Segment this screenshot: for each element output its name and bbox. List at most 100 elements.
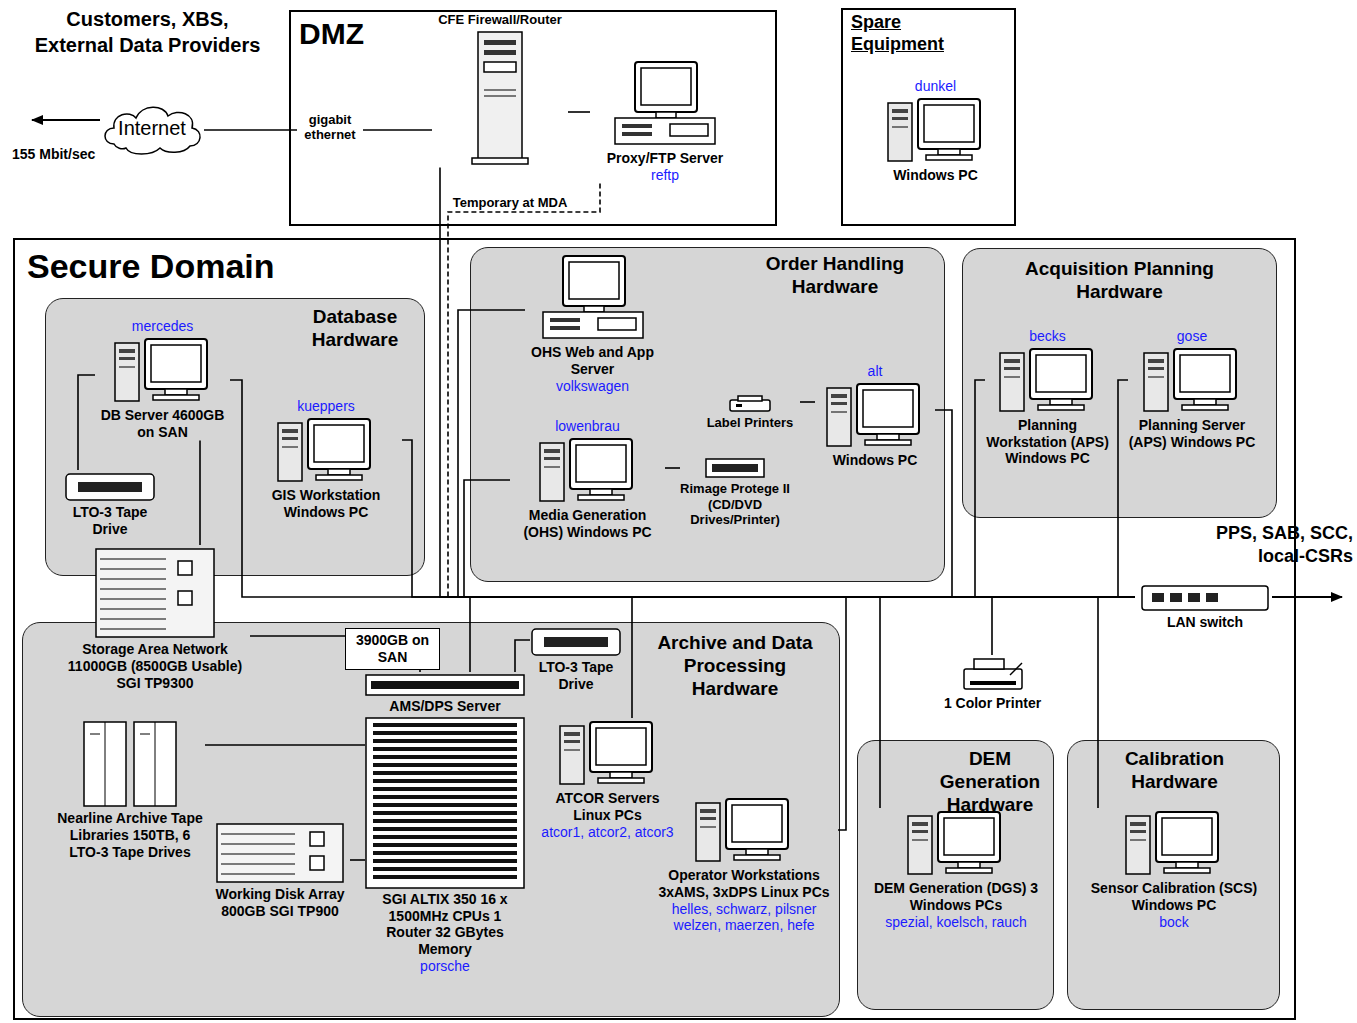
network-link <box>665 467 680 469</box>
network-link <box>250 635 345 637</box>
pc-icon <box>1142 347 1242 415</box>
lan-arrow <box>1272 596 1342 598</box>
rimage-drawing <box>704 457 766 479</box>
device-label: CFE Firewall/Router <box>438 12 562 28</box>
san-icon <box>94 547 216 639</box>
pc-icon <box>1124 810 1224 878</box>
pc-icon <box>694 797 794 865</box>
pc-icon <box>276 417 376 485</box>
racktop-drawing <box>365 674 525 696</box>
group-title: Calibration Hardware <box>1082 748 1267 794</box>
device-label: Rimage Protege II (CD/DVD Drives/Printer… <box>680 481 790 528</box>
network-link <box>515 640 530 672</box>
hardware-group: Archive and Data Processing HardwareStor… <box>22 622 840 1017</box>
network-link <box>350 859 365 861</box>
pc-icon <box>886 97 986 165</box>
device-label: Label Printers <box>707 415 794 431</box>
windows-pc: altWindows PC <box>815 363 935 469</box>
device-label: Operator Workstations 3xAMS, 3xDPS Linux… <box>650 867 838 901</box>
group-title: Acquisition Planning Hardware <box>1002 258 1237 304</box>
network-link <box>230 380 1135 597</box>
group-title: DEM Generation Hardware <box>927 748 1053 816</box>
disk-array: Working Disk Array 800GB SGI TP900 <box>210 820 350 920</box>
pc-drawing <box>1142 347 1242 415</box>
device-label: Planning Workstation (APS) Windows PC <box>985 417 1110 467</box>
pc-drawing <box>558 720 658 788</box>
pc-icon <box>558 720 658 788</box>
tape-drawing <box>64 472 156 502</box>
device-label: LAN switch <box>1167 614 1243 631</box>
network-link <box>464 480 1135 597</box>
temporary-link <box>448 184 1135 597</box>
rackbody-icon <box>365 717 525 889</box>
spare-pc: dunkelWindows PC <box>868 78 1003 184</box>
group-title: Secure Domain <box>27 246 357 287</box>
group-title: Archive and Data Processing Hardware <box>645 632 825 700</box>
device-label: SGI ALTIX 350 16 x 1500MHz CPUs 1 Router… <box>365 891 525 958</box>
tape-icon <box>64 472 156 502</box>
network-link <box>78 375 95 470</box>
device-label: Working Disk Array 800GB SGI TP900 <box>210 886 350 920</box>
internet-cloud: Internet <box>100 100 204 156</box>
host-name: helles, schwarz, pilsner welzen, maerzen… <box>650 901 838 935</box>
device-label: Nearline Archive Tape Libraries 150TB, 6… <box>55 810 205 860</box>
network-link <box>800 401 815 403</box>
tape-drawing <box>530 627 622 657</box>
desk-icon <box>610 60 720 148</box>
calibration-pc: Sensor Calibration (SCS) Windows PCbock <box>1075 808 1273 930</box>
host-name: dunkel <box>915 78 956 95</box>
network-link <box>1118 380 1135 597</box>
db-server: mercedesDB Server 4600GB on SAN <box>95 318 230 440</box>
libs-drawing <box>82 720 178 808</box>
cprinter-icon <box>960 657 1026 693</box>
lprinter-icon <box>728 395 772 413</box>
firewall-router: CFE Firewall/Router <box>432 12 568 168</box>
device-label: Windows PC <box>833 452 918 469</box>
racktop-icon <box>365 674 525 696</box>
pc-drawing <box>538 437 638 505</box>
tape-drive: LTO-3 Tape Drive <box>55 470 165 538</box>
pc-icon <box>113 337 213 405</box>
hardware-group: Calibration HardwareSensor Calibration (… <box>1067 740 1280 1010</box>
group-title: Database Hardware <box>295 306 415 352</box>
network-link <box>419 670 421 672</box>
device-label: Planning Server (APS) Windows PC <box>1128 417 1256 451</box>
desk-icon <box>538 254 648 342</box>
media-pc: lowenbrauMedia Generation (OHS) Windows … <box>510 418 665 540</box>
rimage-icon <box>704 457 766 479</box>
san-drawing <box>94 547 216 639</box>
group-title: DMZ <box>299 16 419 52</box>
host-name: bock <box>1159 914 1189 931</box>
network-link <box>458 310 1135 597</box>
web-server: OHS Web and App Servervolkswagen <box>525 252 660 394</box>
tape-library: Nearline Archive Tape Libraries 150TB, 6… <box>55 718 205 860</box>
switch-icon <box>1140 584 1270 612</box>
proxy-server: Proxy/FTP Serverreftp <box>590 58 740 184</box>
device-label: Windows PC <box>893 167 978 184</box>
hardware-group: Order Handling HardwareOHS Web and App S… <box>470 247 945 582</box>
link-label: gigabit ethernet <box>297 113 363 143</box>
pc-icon <box>825 382 925 450</box>
device-label: Internet <box>118 116 186 140</box>
disk-icon <box>215 822 345 884</box>
pc-drawing <box>998 347 1098 415</box>
network-link <box>568 111 590 113</box>
device-label: DB Server 4600GB on SAN <box>95 407 230 441</box>
gis-workstation: kueppersGIS Workstation Windows PC <box>250 398 402 520</box>
device-label: OHS Web and App Server <box>525 344 660 378</box>
linux-servers: ATCOR Servers Linux PCsatcor1, atcor2, a… <box>535 718 680 840</box>
device-label: LTO-3 Tape Drive <box>530 659 622 693</box>
san-share-box: 3900GB on SAN <box>345 628 440 670</box>
tower-icon <box>470 30 530 166</box>
desk-drawing <box>538 254 648 342</box>
host-name: becks <box>1029 328 1066 345</box>
label-holder: Customers, XBS, External Data Providers <box>30 6 265 58</box>
libs-icon <box>82 720 178 808</box>
pc-icon <box>538 437 638 505</box>
switch-drawing <box>1140 584 1270 612</box>
link-label: Temporary at MDA <box>445 196 575 211</box>
pc-drawing <box>276 417 376 485</box>
device-label: Sensor Calibration (SCS) Windows PC <box>1075 880 1273 914</box>
network-link <box>935 410 1135 597</box>
tower-drawing <box>470 30 530 166</box>
